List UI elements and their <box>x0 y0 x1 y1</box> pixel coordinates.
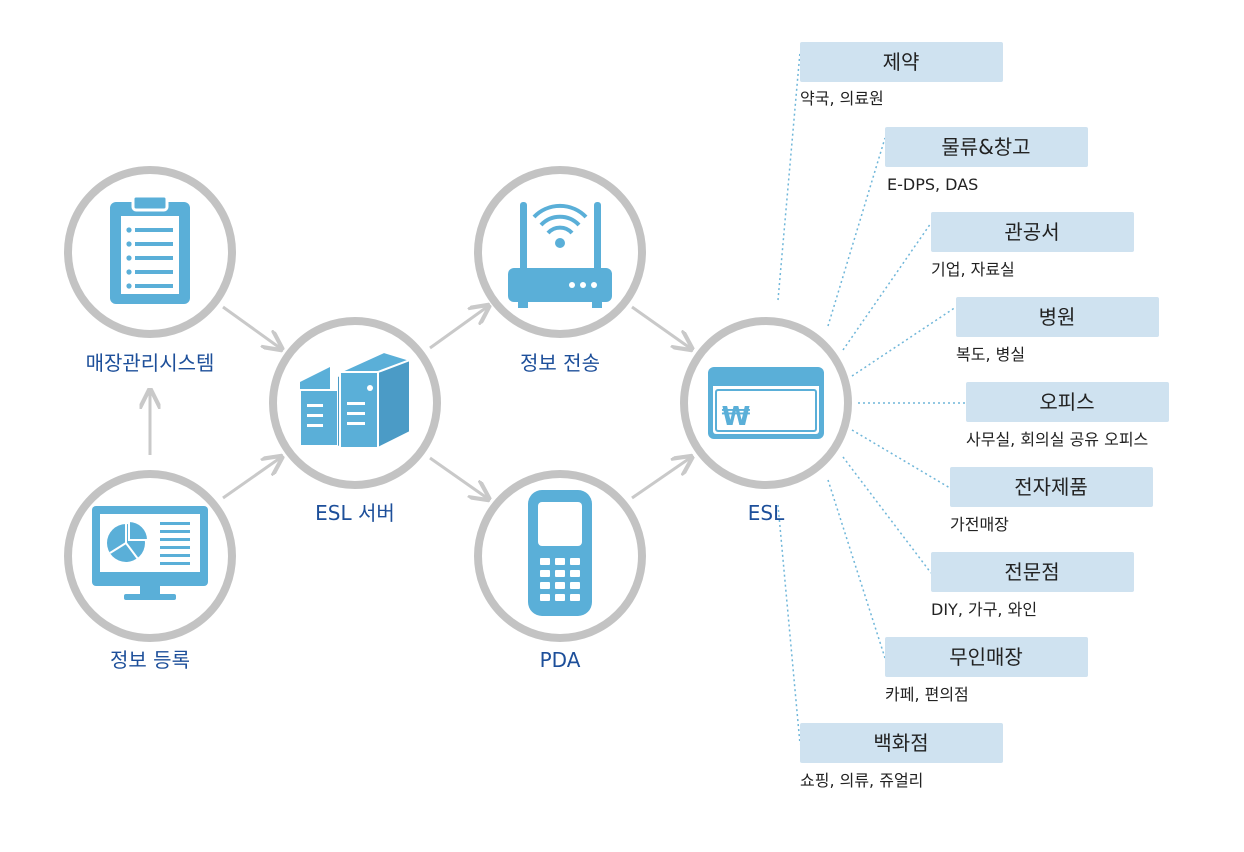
arrow-server-to-pda <box>429 456 487 498</box>
node-label-pda: PDA <box>540 648 581 672</box>
node-ring <box>474 166 646 338</box>
arrow-transmission-to-esl <box>631 305 690 348</box>
won-symbol: ₩ <box>722 402 751 432</box>
node-management-system: 매장관리시스템 <box>64 166 236 375</box>
node-info-transmission: 정보 전송 <box>474 166 646 375</box>
node-info-registration: 정보 등록 <box>64 470 236 672</box>
wifi-router-icon <box>508 202 612 308</box>
arrow-server-to-transmission <box>429 307 487 350</box>
connector-pharmacy <box>777 51 801 301</box>
category-title: 물류&창고 <box>941 135 1030 159</box>
category-hospital: 병원 복도, 병실 <box>956 297 1159 364</box>
category-logistics: 물류&창고 E-DPS, DAS <box>885 127 1088 194</box>
arrow-management-to-server <box>222 305 280 348</box>
category-unmanned-store: 무인매장 카페, 편의점 <box>885 637 1088 704</box>
connector-logistics <box>827 137 886 327</box>
clipboard-icon <box>110 194 190 304</box>
category-specialty: 전문점 DIY, 가구, 와인 <box>931 552 1134 619</box>
connector-specialty <box>842 456 932 574</box>
category-desc: 사무실, 회의실 공유 오피스 <box>966 430 1148 449</box>
category-office: 오피스 사무실, 회의실 공유 오피스 <box>966 382 1169 449</box>
category-desc: 카페, 편의점 <box>885 685 969 704</box>
server-icon <box>299 350 413 450</box>
node-label-registration: 정보 등록 <box>110 648 190 672</box>
category-pharmacy: 제약 약국, 의료원 <box>800 42 1003 108</box>
category-title: 백화점 <box>873 731 928 755</box>
category-title: 무인매장 <box>949 645 1023 669</box>
category-desc: E-DPS, DAS <box>887 175 978 194</box>
arrow-registration-to-server <box>222 458 280 500</box>
node-label-esl: ESL <box>748 501 785 525</box>
monitor-chart-icon <box>92 506 208 600</box>
category-list: 제약 약국, 의료원 물류&창고 E-DPS, DAS 관공서 기업, 자료실 … <box>800 42 1169 790</box>
node-label-server: ESL 서버 <box>315 501 395 525</box>
category-title: 관공서 <box>1004 220 1059 244</box>
category-title: 병원 <box>1039 305 1076 329</box>
category-desc: DIY, 가구, 와인 <box>931 600 1037 619</box>
node-esl: ₩ ESL <box>680 317 852 525</box>
category-government: 관공서 기업, 자료실 <box>931 212 1134 279</box>
category-desc: 약국, 의료원 <box>800 89 884 108</box>
category-desc: 복도, 병실 <box>956 345 1025 364</box>
arrow-pda-to-esl <box>631 458 690 500</box>
node-pda: PDA <box>474 470 646 672</box>
flow-arrows <box>150 307 690 498</box>
category-department-store: 백화점 쇼핑, 의류, 쥬얼리 <box>800 723 1003 790</box>
category-desc: 가전매장 <box>950 515 1009 534</box>
category-desc: 기업, 자료실 <box>931 260 1015 279</box>
pda-phone-icon <box>528 490 592 616</box>
category-title: 전자제품 <box>1014 475 1088 499</box>
connector-hospital <box>851 306 957 377</box>
node-label-management: 매장관리시스템 <box>86 351 215 375</box>
category-desc: 쇼핑, 의류, 쥬얼리 <box>800 771 923 790</box>
category-title: 전문점 <box>1004 560 1059 584</box>
category-title: 오피스 <box>1039 390 1094 414</box>
connector-government <box>842 222 932 351</box>
connector-electronics <box>851 429 951 489</box>
category-title: 제약 <box>883 50 920 74</box>
connector-unmanned <box>827 479 886 659</box>
connector-department <box>777 504 801 745</box>
category-connectors <box>777 51 966 745</box>
node-esl-server: ESL 서버 <box>269 317 441 525</box>
category-electronics: 전자제품 가전매장 <box>950 467 1153 534</box>
node-label-transmission: 정보 전송 <box>520 351 600 375</box>
esl-price-tag-icon: ₩ <box>708 367 824 439</box>
